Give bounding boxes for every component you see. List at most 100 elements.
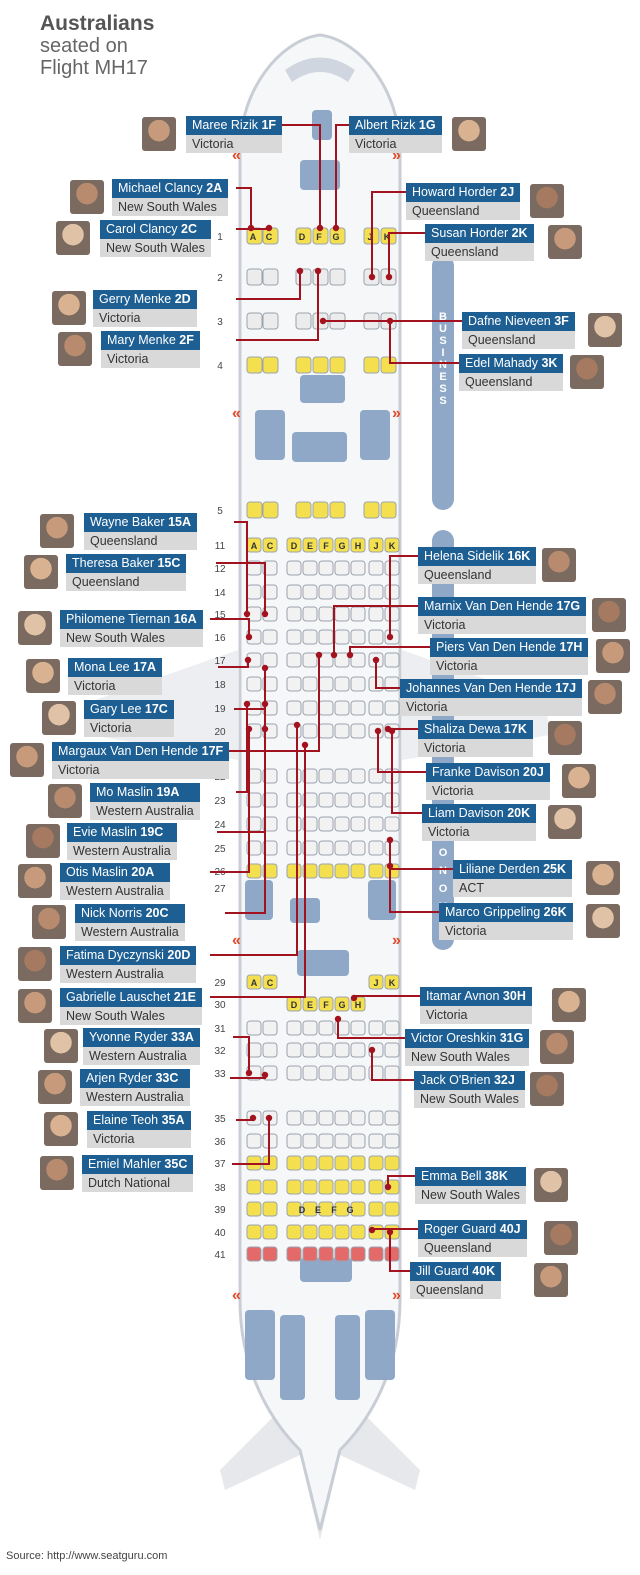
passenger-seat: 20A — [131, 865, 155, 879]
seat-marker-dot — [261, 725, 269, 733]
economy-seat — [368, 1179, 384, 1195]
passenger-photo — [562, 764, 596, 798]
economy-seat — [286, 606, 302, 622]
economy-seat — [262, 792, 278, 808]
passenger-state: New South Wales — [60, 1007, 202, 1025]
business-seat — [246, 501, 263, 519]
economy-seat — [318, 816, 334, 832]
row-number: 36 — [214, 1137, 226, 1148]
economy-seat — [318, 1224, 334, 1240]
economy-seat — [318, 1179, 334, 1195]
economy-seat — [262, 840, 278, 856]
passenger-state: Queensland — [418, 566, 536, 584]
leader-line — [236, 271, 319, 341]
row-number: 18 — [214, 680, 226, 691]
passenger-photo — [588, 313, 622, 347]
title-block: Australians seated on Flight MH17 — [40, 12, 154, 79]
seat-marker-dot — [314, 267, 322, 275]
seat-marker-dot — [384, 1183, 392, 1191]
passenger-photo — [44, 1029, 78, 1063]
economy-seat — [302, 1201, 318, 1217]
passenger-name-text: Carol Clancy — [106, 222, 178, 236]
passenger-photo — [534, 1168, 568, 1202]
passenger-photo — [540, 1030, 574, 1064]
economy-seat — [246, 1020, 262, 1036]
economy-seat — [384, 560, 400, 576]
leader-line — [225, 729, 266, 914]
seat-letter: G — [338, 541, 345, 551]
seat-letter: D — [299, 232, 306, 242]
passenger-seat: 2D — [174, 292, 191, 306]
seat-letter: D — [299, 1205, 306, 1215]
economy-seat — [262, 768, 278, 784]
passenger-photo — [548, 721, 582, 755]
row-number: 38 — [214, 1183, 226, 1194]
passenger-photo — [26, 659, 60, 693]
passenger-photo — [586, 904, 620, 938]
economy-seat — [262, 1224, 278, 1240]
passenger-name: Victor Oreshkin 31G — [405, 1029, 529, 1048]
passenger-photo — [534, 1263, 568, 1297]
passenger-state: Queensland — [425, 243, 534, 261]
economy-seat — [368, 584, 384, 600]
economy-seat — [334, 1065, 350, 1081]
economy-seat — [334, 560, 350, 576]
passenger-seat: 3K — [541, 356, 558, 370]
economy-seat — [334, 792, 350, 808]
economy-seat — [384, 1042, 400, 1058]
passenger-name-text: Helena Sidelik — [424, 549, 504, 563]
passenger-seat: 21E — [173, 990, 196, 1004]
passenger-photo — [588, 680, 622, 714]
economy-seat — [302, 1110, 318, 1126]
seat-letter: G — [338, 1000, 345, 1010]
passenger-seat: 33C — [155, 1071, 179, 1085]
passenger-seat: 2C — [181, 222, 198, 236]
passenger-state: Victoria — [84, 719, 174, 737]
business-label-letter: U — [439, 323, 447, 335]
economy-seat — [286, 676, 302, 692]
row-number: 17 — [214, 656, 226, 667]
leader-line — [387, 1175, 415, 1187]
row-number: 25 — [214, 844, 226, 855]
passenger-seat: 35A — [161, 1113, 185, 1127]
passenger-photo — [592, 598, 626, 632]
seat-letter: H — [355, 541, 362, 551]
passenger-photo — [56, 221, 90, 255]
passenger-state: New South Wales — [60, 629, 203, 647]
exit-row-seat — [384, 974, 400, 990]
economy-seat — [318, 1133, 334, 1149]
passenger-seat: 20K — [507, 806, 531, 820]
seat-marker-dot — [261, 664, 269, 672]
economy-seat — [334, 768, 350, 784]
economy-seat — [350, 816, 366, 832]
business-seat — [295, 227, 312, 245]
seat-letter: D — [291, 1000, 298, 1010]
economy-seat — [302, 1065, 318, 1081]
economy-seat — [318, 1201, 334, 1217]
exit-row-seat — [286, 537, 302, 553]
passenger-state: Western Australia — [75, 923, 185, 941]
passenger-name-text: Arjen Ryder — [86, 1071, 152, 1085]
passenger-state: Queensland — [418, 1239, 527, 1257]
economy-seat — [246, 1042, 262, 1058]
leader-line — [210, 618, 250, 637]
passenger-seat: 38K — [484, 1169, 508, 1183]
seat-marker-dot — [245, 1069, 253, 1077]
passenger-photo — [18, 989, 52, 1023]
passenger-name-text: Franke Davison — [432, 765, 520, 779]
passenger-name: Emma Bell 38K — [415, 1167, 526, 1186]
seat-marker-dot — [368, 1046, 376, 1054]
passenger-name-text: Marnix Van Den Hende — [424, 599, 554, 613]
economy-seat — [262, 629, 278, 645]
economy-seat — [302, 1179, 318, 1195]
passenger-state: Western Australia — [67, 842, 177, 860]
passenger-photo — [70, 180, 104, 214]
passenger-state: Western Australia — [60, 882, 170, 900]
